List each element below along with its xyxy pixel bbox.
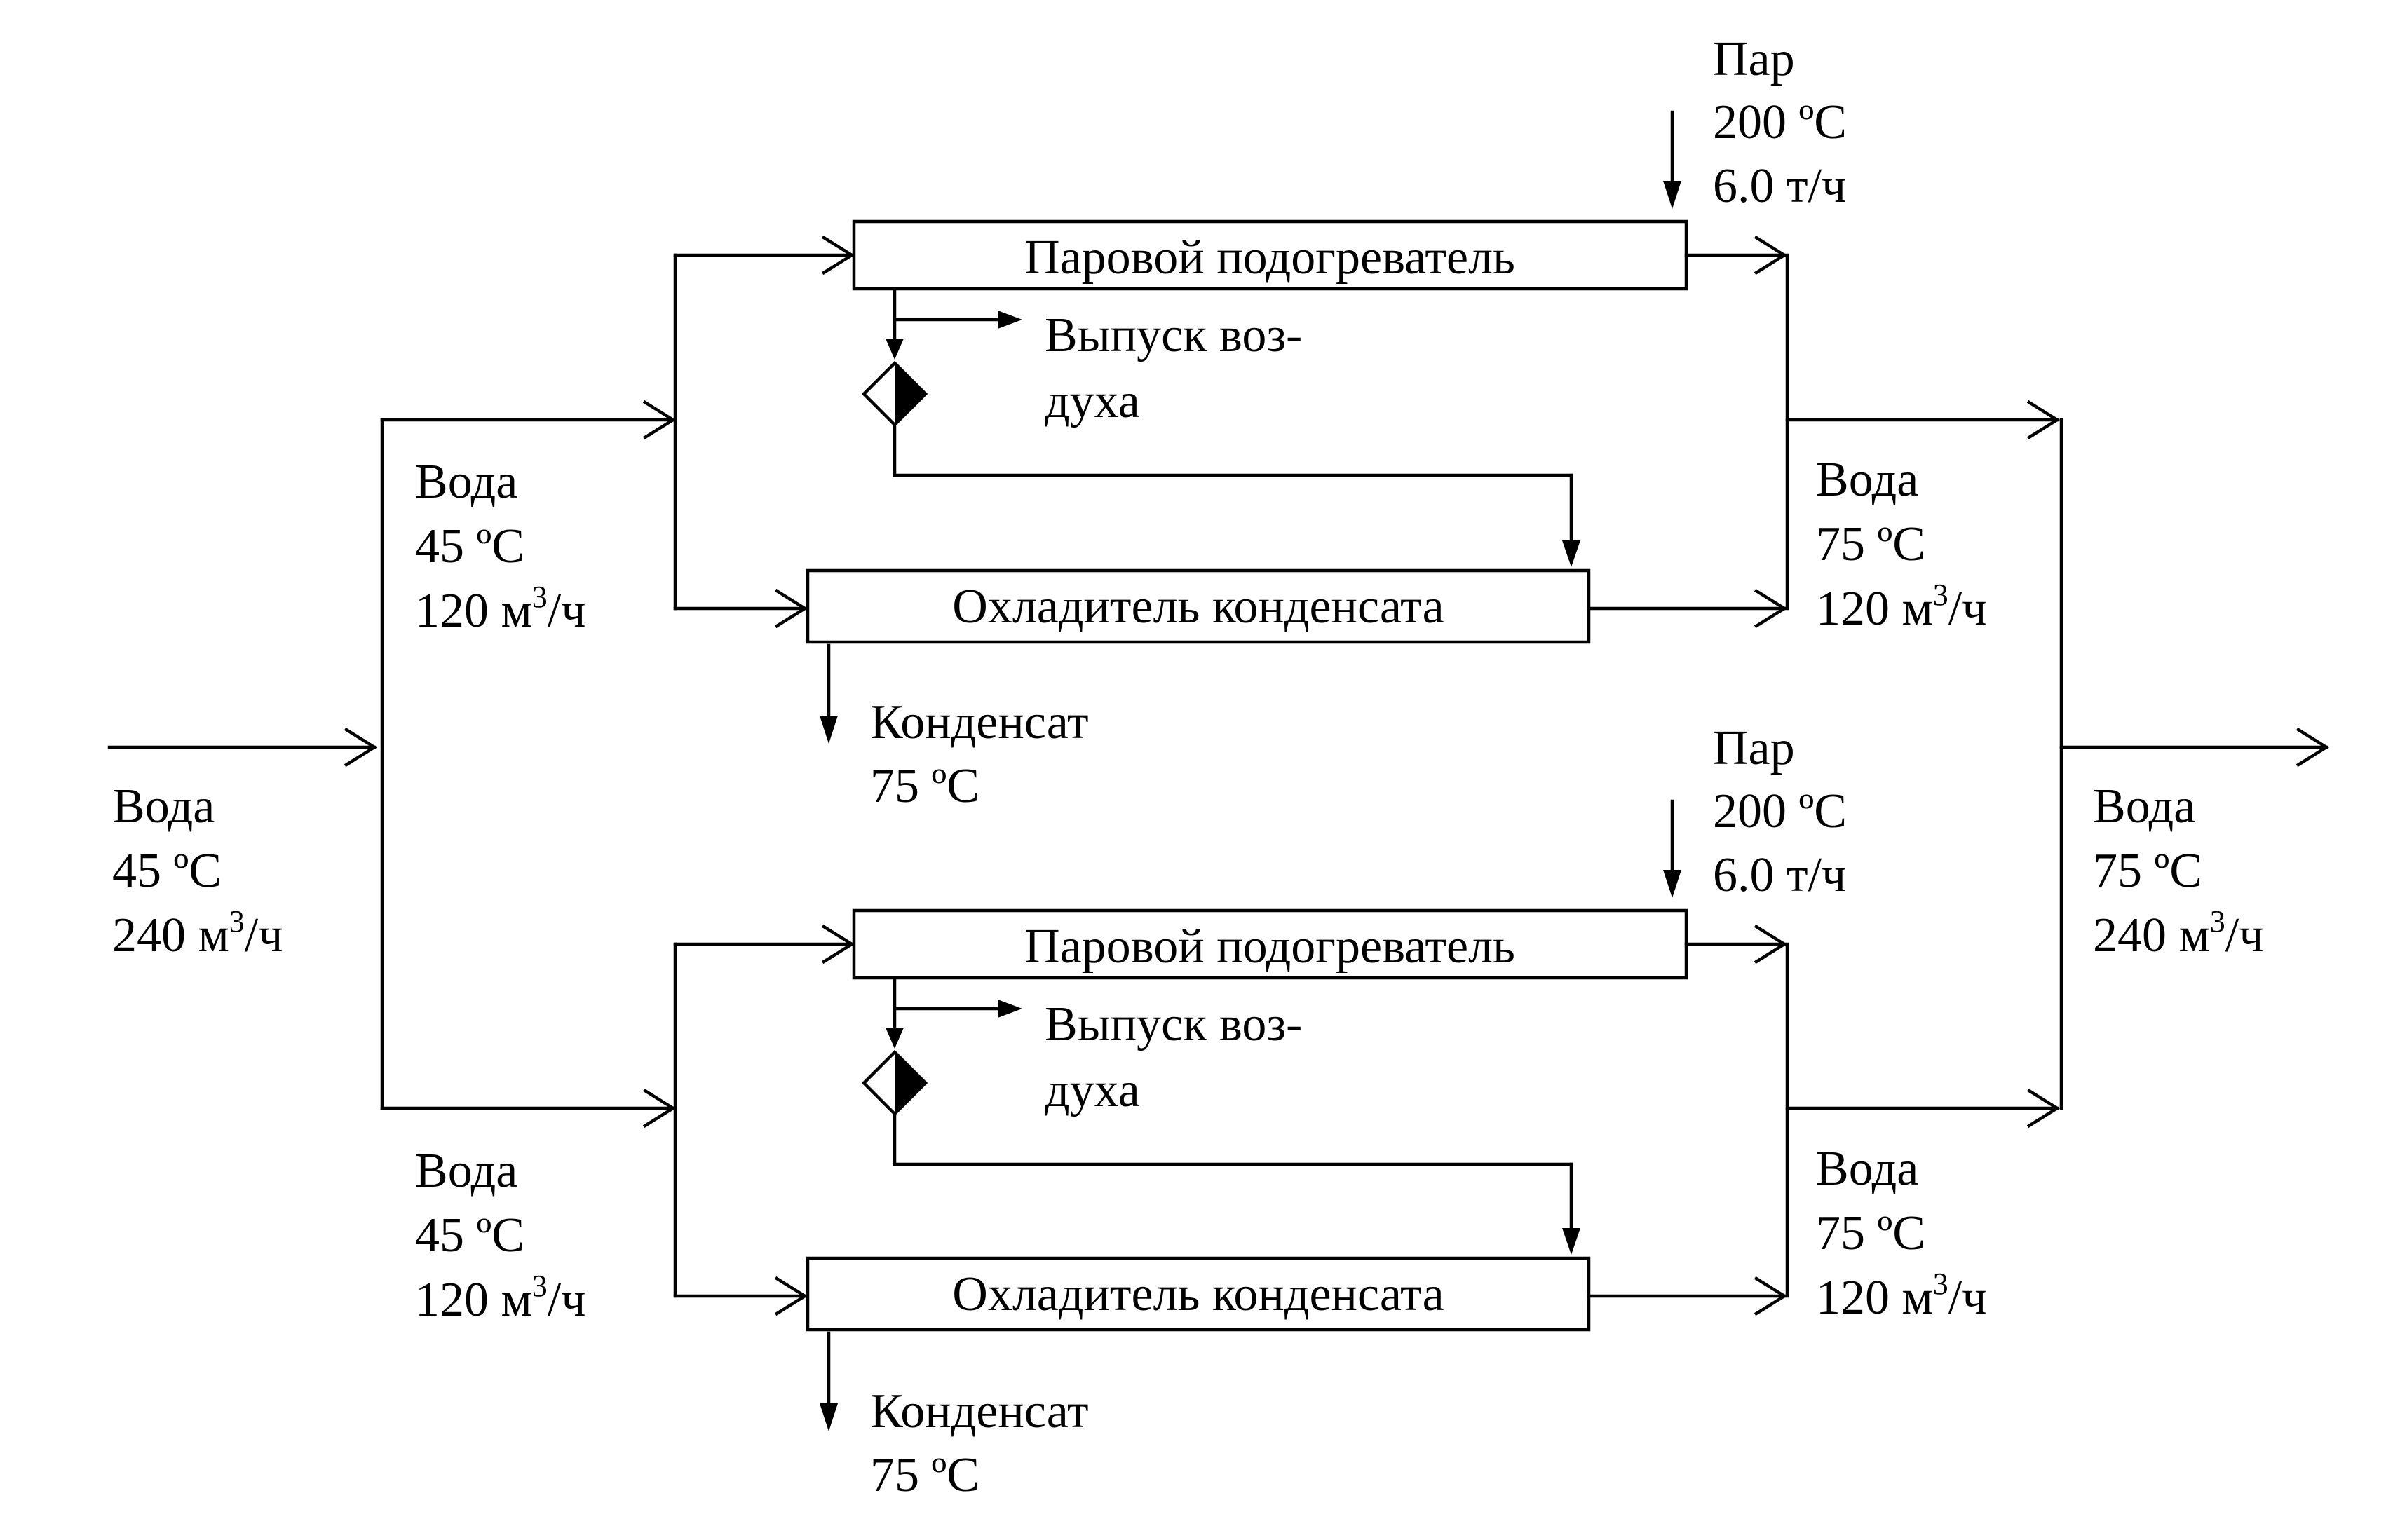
condensate-temperature: 75 ºC [870,759,979,813]
condensate-outlet: Конденсат 75 ºC [820,643,1089,813]
water-out-medium: Вода [1816,1142,1918,1196]
condensate-medium: Конденсат [870,695,1089,749]
outlet-flow: 240 м3/ч [2093,904,2263,962]
outlet-label: Вода 75 ºC 240 м3/ч [2093,779,2263,962]
condensate-cooler [806,1256,1591,1332]
condensate-cooler-label: Охладитель конденсата [952,580,1444,634]
inlet-label: Вода 45 ºC 240 м3/ч [112,779,283,962]
condensate-cooler [806,568,1591,644]
steam-inlet: Пар 200 ºC 6.0 т/ч [1663,721,1847,902]
inlet-flow: 240 м3/ч [112,904,283,962]
heating-unit-lower: Паровой подогреватель Охладитель конденс… [380,721,2061,1502]
water-out-label: Вода 75 ºC 120 м3/ч [1816,453,1986,636]
outlet-temperature: 75 ºC [2093,844,2202,898]
condensate-cooler-label: Охладитель конденсата [952,1267,1444,1321]
water-out-medium: Вода [1816,453,1918,507]
steam-temperature: 200 ºC [1713,95,1847,149]
condensate-medium: Конденсат [870,1384,1089,1438]
drain-line [886,976,1022,1049]
water-in-flow: 120 м3/ч [415,580,585,638]
steam-flow: 6.0 т/ч [1713,159,1846,213]
water-out-flow: 120 м3/ч [1816,1267,1986,1325]
outlet-medium: Вода [2093,779,2195,833]
steam-medium: Пар [1713,721,1795,775]
merge-lines [1587,235,2061,629]
water-in-flow: 120 м3/ч [415,1269,585,1327]
drain-line [886,287,1022,360]
inlet-stream [107,418,384,1110]
water-in-label: Вода 45 ºC 120 м3/ч [415,1144,585,1327]
air-release-line1: Выпуск воз- [1045,308,1302,362]
merge-lines [1587,924,2061,1316]
water-out-temperature: 75 ºC [1816,1206,1925,1260]
air-release-label: Выпуск воз- духа [1045,997,1302,1117]
air-release-line2: духа [1045,374,1140,428]
water-out-flow: 120 м3/ч [1816,578,1986,636]
steam-heater-label: Паровой подогреватель [1024,920,1515,974]
steam-inlet: Пар 200 ºC 6.0 т/ч [1663,32,1847,213]
air-release-line1: Выпуск воз- [1045,997,1302,1051]
water-in-temperature: 45 ºC [415,1208,524,1262]
steam-trap [861,1049,928,1117]
feed-lines [380,235,855,629]
inlet-medium: Вода [112,779,215,833]
water-in-label: Вода 45 ºC 120 м3/ч [415,455,585,638]
heating-unit-upper: Паровой подогреватель Охладитель конденс… [380,32,2061,813]
trap-to-cooler [893,423,1580,567]
feed-lines [380,924,855,1316]
water-out-temperature: 75 ºC [1816,517,1925,571]
condensate-outlet: Конденсат 75 ºC [820,1331,1089,1502]
steam-trap [861,360,928,428]
air-release-line2: духа [1045,1063,1140,1117]
steam-flow: 6.0 т/ч [1713,848,1846,902]
steam-heater-label: Паровой подогреватель [1024,231,1515,285]
trap-to-cooler [893,1112,1580,1255]
inlet-temperature: 45 ºC [112,844,222,898]
water-in-medium: Вода [415,455,517,509]
outlet-stream [2059,418,2330,1110]
steam-medium: Пар [1713,32,1795,86]
steam-temperature: 200 ºC [1713,784,1847,838]
water-in-temperature: 45 ºC [415,519,524,573]
condensate-temperature: 75 ºC [870,1448,979,1502]
water-out-label: Вода 75 ºC 120 м3/ч [1816,1142,1986,1325]
water-in-medium: Вода [415,1144,517,1198]
air-release-label: Выпуск воз- духа [1045,308,1302,428]
steam-heater [852,219,1688,291]
